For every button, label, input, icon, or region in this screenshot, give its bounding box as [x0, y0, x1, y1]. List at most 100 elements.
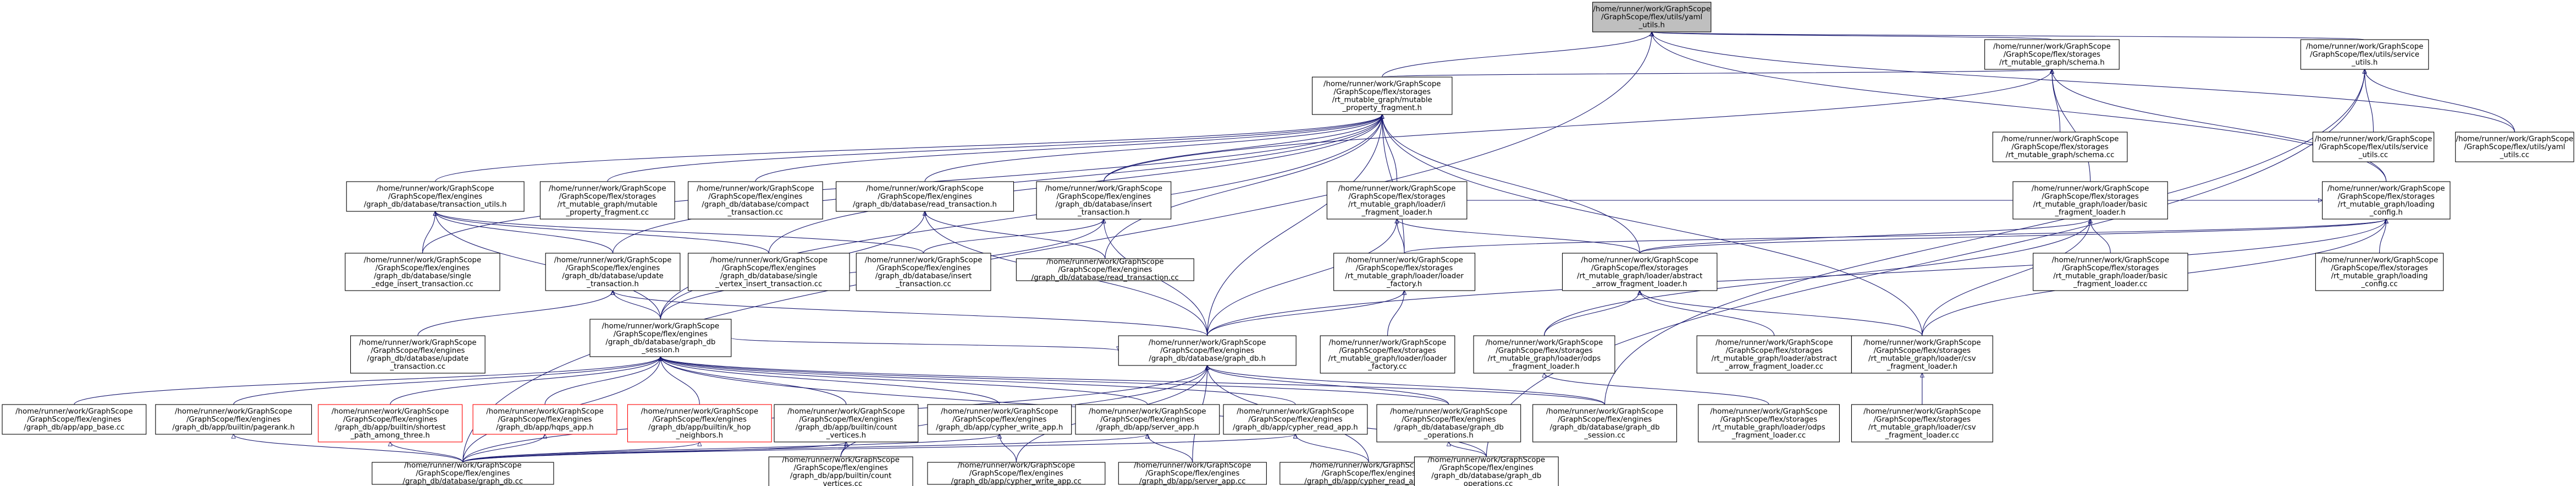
edge-graph-db-h-to-mpf-h — [1207, 114, 1382, 336]
node-transaction-utils-h[interactable]: /home/runner/work/GraphScope/GraphScope/… — [346, 181, 525, 212]
edge-graph-db-ops-cc-to-graph-db-ops-h — [1449, 442, 1487, 457]
node-label-line: /GraphScope/flex/engines — [376, 264, 470, 272]
node-yaml-utils[interactable]: /home/runner/work/GraphScope/GraphScope/… — [1592, 2, 1712, 32]
edge-compact-tx-cc-to-mpf-h — [755, 114, 1382, 182]
node-label-line: _arrow_fragment_loader.h — [1592, 280, 1687, 288]
node-label-line: _fragment_loader.cc — [2073, 280, 2148, 288]
node-label-line: /graph_db/database/graph_db — [1394, 423, 1504, 432]
node-basic-loader-h[interactable]: /home/runner/work/GraphScope/GraphScope/… — [2012, 181, 2168, 220]
node-label-line: /home/runner/work/GraphScope — [1993, 43, 2110, 51]
node-label-line: /GraphScope/flex/engines — [794, 464, 888, 472]
node-graph-db-session-h[interactable]: /home/runner/work/GraphScope/GraphScope/… — [589, 319, 732, 357]
node-label-line: /rt_mutable_graph/loader/loader — [1328, 354, 1447, 363]
edge-k-hop-h-to-graph-db-session-h — [660, 357, 700, 405]
node-server-app-cc[interactable]: /home/runner/work/GraphScope/GraphScope/… — [1118, 462, 1267, 486]
node-abstract-arrow-cc[interactable]: /home/runner/work/GraphScope/GraphScope/… — [1696, 335, 1852, 374]
node-service-utils-h[interactable]: /home/runner/work/GraphScope/GraphScope/… — [2300, 39, 2429, 70]
node-insert-tx-h[interactable]: /home/runner/work/GraphScope/GraphScope/… — [1036, 181, 1172, 220]
node-graph-db-ops-h[interactable]: /home/runner/work/GraphScope/GraphScope/… — [1376, 404, 1521, 443]
node-yaml-utils-cc[interactable]: /home/runner/work/GraphScope/GraphScope/… — [2455, 132, 2574, 162]
node-hqps-app-h[interactable]: /home/runner/work/GraphScope/GraphScope/… — [472, 404, 617, 435]
node-odps-loader-h[interactable]: /home/runner/work/GraphScope/GraphScope/… — [1473, 335, 1615, 374]
node-insert-tx-cc[interactable]: /home/runner/work/GraphScope/GraphScope/… — [856, 253, 991, 291]
edge-transaction-utils-h-to-mpf-h — [435, 114, 1382, 182]
node-update-tx-cc[interactable]: /home/runner/work/GraphScope/GraphScope/… — [350, 335, 486, 374]
node-cypher-read-h[interactable]: /home/runner/work/GraphScope/GraphScope/… — [1223, 404, 1368, 435]
node-label-line: /home/runner/work/GraphScope — [1045, 184, 1162, 193]
node-box — [539, 181, 675, 220]
node-abstract-arrow-h[interactable]: /home/runner/work/GraphScope/GraphScope/… — [1562, 253, 1718, 291]
node-pagerank-h[interactable]: /home/runner/work/GraphScope/GraphScope/… — [155, 404, 312, 435]
node-label-line: /rt_mutable_graph/mutable — [1332, 96, 1432, 104]
node-label-line: /rt_mutable_graph/loader/basic — [2053, 272, 2167, 280]
node-read-tx-h[interactable]: /home/runner/work/GraphScope/GraphScope/… — [836, 181, 1014, 212]
edge-graph-db-cc-to-yaml-utils — [462, 32, 1652, 463]
node-label-line: _transaction.h — [1077, 209, 1129, 217]
node-schema-h[interactable]: /home/runner/work/GraphScope/GraphScope/… — [1984, 39, 2120, 70]
node-label-line: /graph_db/app/builtin/pagerank.h — [172, 424, 295, 432]
node-box — [687, 181, 823, 220]
node-count-vertices-h[interactable]: /home/runner/work/GraphScope/GraphScope/… — [774, 404, 919, 443]
edge-read-tx-h-to-mpf-h — [924, 114, 1382, 182]
node-mpf-cc[interactable]: /home/runner/work/GraphScope/GraphScope/… — [539, 181, 675, 220]
edge-insert-tx-cc-to-insert-tx-h — [923, 219, 1104, 254]
node-single-vertex-cc[interactable]: /home/runner/work/GraphScope/GraphScope/… — [687, 253, 850, 291]
edge-graph-db-cc-to-server-app-h — [462, 434, 1148, 463]
node-label-line: /home/runner/work/GraphScope — [15, 408, 133, 416]
node-service-utils-cc[interactable]: /home/runner/work/GraphScope/GraphScope/… — [2312, 132, 2435, 162]
node-label-line: /home/runner/work/GraphScope — [549, 184, 666, 193]
node-graph-db-h[interactable]: /home/runner/work/GraphScope/GraphScope/… — [1118, 335, 1297, 366]
node-cypher-write-h[interactable]: /home/runner/work/GraphScope/GraphScope/… — [927, 404, 1072, 435]
node-box — [2315, 253, 2444, 291]
node-label-line: /GraphScope/flex/storages — [2062, 264, 2159, 272]
node-label-line: /home/runner/work/GraphScope — [404, 462, 521, 470]
node-basic-loader-cc[interactable]: /home/runner/work/GraphScope/GraphScope/… — [2033, 253, 2188, 291]
node-graph-db-session-cc[interactable]: /home/runner/work/GraphScope/GraphScope/… — [1532, 404, 1677, 443]
node-loading-config-h[interactable]: /home/runner/work/GraphScope/GraphScope/… — [2322, 181, 2451, 220]
node-label-line: /home/runner/work/GraphScope — [359, 338, 476, 347]
node-box — [2312, 132, 2435, 162]
edge-abstract-arrow-h-to-mpf-h — [1382, 114, 1640, 254]
node-loader-factory-h[interactable]: /home/runner/work/GraphScope/GraphScope/… — [1333, 253, 1476, 291]
node-label-line: /home/runner/work/GraphScope — [2001, 135, 2119, 144]
node-box — [1698, 404, 1840, 443]
node-odps-loader-cc[interactable]: /home/runner/work/GraphScope/GraphScope/… — [1698, 404, 1840, 443]
node-box — [2322, 181, 2451, 220]
node-shortest-path-h[interactable]: /home/runner/work/GraphScope/GraphScope/… — [318, 404, 463, 443]
node-label-line: _fragment_loader.cc — [1885, 432, 1960, 440]
node-single-edge-cc[interactable]: /home/runner/work/GraphScope/GraphScope/… — [345, 253, 500, 291]
node-k-hop-h[interactable]: /home/runner/work/GraphScope/GraphScope/… — [627, 404, 772, 443]
edge-loader-factory-h-to-loading-config-h — [1404, 219, 2386, 254]
node-graph-db-ops-cc[interactable]: /home/runner/work/GraphScope/GraphScope/… — [1414, 456, 1559, 486]
node-label-line: /home/runner/work/GraphScope — [865, 256, 982, 264]
node-cypher-write-cc[interactable]: /home/runner/work/GraphScope/GraphScope/… — [927, 462, 1106, 486]
node-loading-config-cc[interactable]: /home/runner/work/GraphScope/GraphScope/… — [2315, 253, 2444, 291]
node-mpf-h[interactable]: /home/runner/work/GraphScope/GraphScope/… — [1311, 77, 1453, 115]
node-csv-loader-cc[interactable]: /home/runner/work/GraphScope/GraphScope/… — [1851, 404, 1993, 443]
node-i-fragment-loader-h[interactable]: /home/runner/work/GraphScope/GraphScope/… — [1326, 181, 1468, 220]
node-csv-loader-h[interactable]: /home/runner/work/GraphScope/GraphScope/… — [1851, 335, 1993, 374]
edge-csv-loader-h-to-basic-loader-h — [1922, 219, 2090, 336]
node-label-line: /graph_db/database/single — [374, 272, 471, 280]
node-count-vertices-cc[interactable]: /home/runner/work/GraphScope/GraphScope/… — [768, 456, 913, 486]
edge-graph-db-session-h-to-graph-db-h — [731, 337, 1118, 351]
node-box — [589, 319, 732, 357]
node-server-app-h[interactable]: /home/runner/work/GraphScope/GraphScope/… — [1075, 404, 1220, 435]
edge-graph-db-h-to-update-tx-h — [613, 291, 1208, 336]
node-loader-factory-cc[interactable]: /home/runner/work/GraphScope/GraphScope/… — [1320, 335, 1455, 374]
node-label-line: /GraphScope/flex/utils/service — [2310, 51, 2419, 59]
node-label-line: /GraphScope/flex/storages — [1720, 416, 1817, 424]
node-label-line: _fragment_loader.cc — [1731, 432, 1806, 440]
node-app-base-cc[interactable]: /home/runner/work/GraphScope/GraphScope/… — [2, 404, 147, 435]
node-read-tx-cc[interactable]: /home/runner/work/GraphScope/GraphScope/… — [1016, 258, 1194, 282]
node-graph-db-cc[interactable]: /home/runner/work/GraphScope/GraphScope/… — [372, 462, 554, 486]
node-compact-tx-cc[interactable]: /home/runner/work/GraphScope/GraphScope/… — [687, 181, 823, 220]
node-label-line: /GraphScope/flex/storages — [1726, 347, 1823, 355]
node-box — [155, 404, 312, 435]
node-label-line: _path_among_three.h — [350, 432, 430, 440]
node-label-line: /graph_db/app/cypher_write_app.h — [936, 424, 1063, 432]
node-label-line: /GraphScope/flex/storages — [1334, 88, 1431, 96]
node-schema-cc[interactable]: /home/runner/work/GraphScope/GraphScope/… — [1992, 132, 2128, 162]
node-update-tx-h[interactable]: /home/runner/work/GraphScope/GraphScope/… — [545, 253, 681, 291]
node-label-line: /graph_db/app/builtin/shortest — [335, 423, 446, 432]
